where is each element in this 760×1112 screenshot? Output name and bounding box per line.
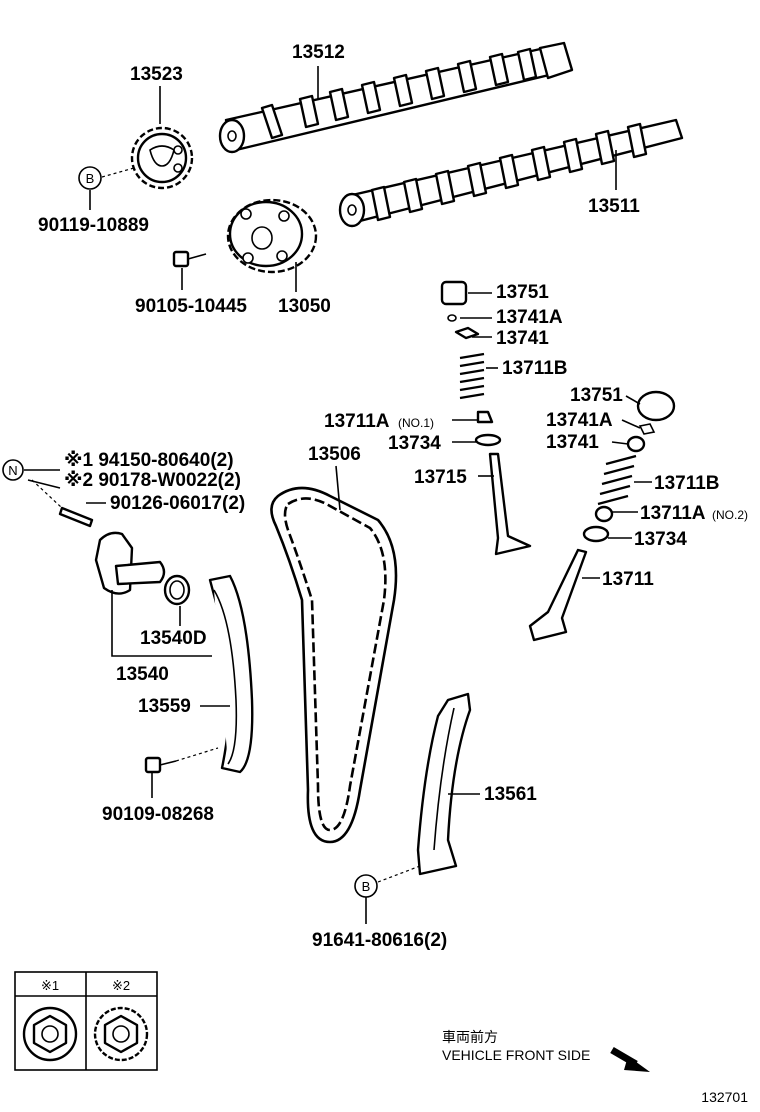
label-no1: (NO.1) — [398, 416, 434, 430]
marker-b-lower: B — [354, 874, 378, 898]
camshaft-13512 — [218, 41, 574, 154]
vehicle-front-note: 車両前方 VEHICLE FRONT SIDE — [442, 1029, 650, 1072]
direction-en: VEHICLE FRONT SIDE — [442, 1047, 590, 1063]
label-13711B-a: 13711B — [502, 358, 568, 379]
label-13751-a: 13751 — [496, 282, 549, 303]
marker-b-upper: B — [78, 166, 102, 190]
label-90109: 90109-08268 — [102, 804, 214, 825]
label-no2: (NO.2) — [712, 508, 748, 522]
nut-legend: ※1 ※2 — [14, 971, 158, 1071]
label-13540: 13540 — [116, 664, 169, 685]
valve-group-no1 — [440, 280, 532, 556]
legend-col-1: ※1 — [41, 978, 59, 993]
bolt-90105 — [172, 250, 207, 268]
label-13741A-a: 13741A — [496, 307, 563, 328]
svg-text:B: B — [86, 171, 95, 186]
label-13741A-b: 13741A — [546, 410, 613, 431]
timing-chain-13506 — [270, 486, 398, 844]
label-90126: 90126-06017(2) — [110, 493, 245, 514]
label-13506: 13506 — [308, 444, 361, 465]
label-94150: ※1 94150-80640(2) — [64, 450, 234, 471]
label-90105: 90105-10445 — [135, 296, 247, 317]
vvt-gear-13050 — [226, 198, 318, 274]
label-90178: ※2 90178-W0022(2) — [64, 470, 241, 491]
legend-col-2: ※2 — [112, 978, 130, 993]
nut-1-icon — [22, 1006, 78, 1062]
label-13559: 13559 — [138, 696, 191, 717]
part-labels: 13523 13512 13511 90119-10889 90105-1044… — [38, 42, 748, 951]
stud-90126 — [31, 479, 94, 528]
callout-lines — [24, 66, 652, 924]
bolt-90109 — [144, 747, 219, 774]
reference-number: 132701 — [701, 1089, 748, 1105]
label-13561: 13561 — [484, 784, 537, 805]
camshaft-13511 — [338, 118, 684, 228]
svg-text:N: N — [8, 463, 17, 478]
label-13741-a: 13741 — [496, 328, 549, 349]
nut-2-icon — [93, 1006, 149, 1062]
label-91641: 91641-80616(2) — [312, 930, 447, 951]
arrow-down-right-icon — [610, 1046, 650, 1072]
label-13751-b: 13751 — [570, 385, 623, 406]
label-13734-a: 13734 — [388, 433, 441, 454]
label-90119: 90119-10889 — [38, 215, 149, 236]
label-13741-b: 13741 — [546, 432, 599, 453]
label-13711: 13711 — [602, 569, 654, 590]
direction-jp: 車両前方 — [442, 1029, 498, 1045]
label-13711A-b: 13711A — [640, 503, 706, 524]
sprocket-13523 — [130, 126, 194, 190]
label-13711B-b: 13711B — [654, 473, 720, 494]
label-13512: 13512 — [292, 42, 345, 63]
tensioner-13540 — [94, 531, 191, 606]
chain-damper-13561 — [416, 692, 472, 876]
svg-text:B: B — [362, 879, 371, 894]
label-13511: 13511 — [588, 196, 640, 217]
marker-n: N — [2, 459, 24, 481]
label-13540D: 13540D — [140, 628, 207, 649]
chain-guide-13559 — [208, 574, 254, 774]
valve-group-no2 — [528, 390, 676, 642]
label-13711A-a: 13711A — [324, 411, 390, 432]
label-13715: 13715 — [414, 467, 467, 488]
label-13523: 13523 — [130, 64, 183, 85]
label-13050: 13050 — [278, 296, 331, 317]
label-13734-b: 13734 — [634, 529, 687, 550]
